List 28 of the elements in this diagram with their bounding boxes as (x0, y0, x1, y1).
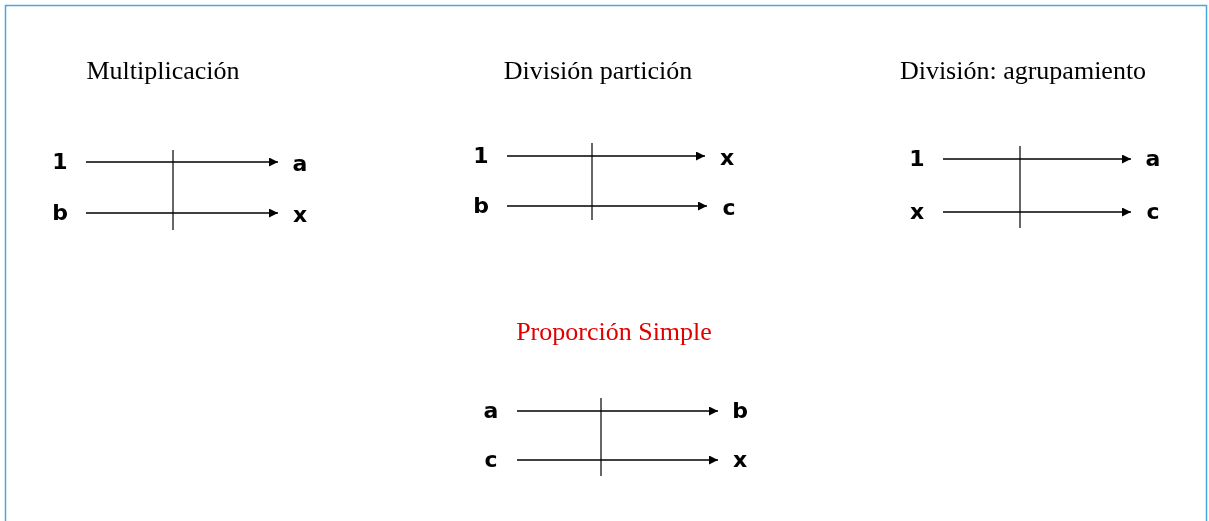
arrow (85, 208, 279, 218)
variable-label: x (288, 202, 312, 228)
arrow (942, 207, 1132, 217)
variable-label: 1 (905, 146, 929, 172)
variable-label: b (469, 193, 493, 219)
variable-label: 1 (48, 149, 72, 175)
section-title: División partición (503, 56, 693, 86)
arrow (506, 151, 706, 161)
arrow (506, 201, 708, 211)
variable-label: c (1141, 199, 1165, 225)
variable-label: b (48, 200, 72, 226)
variable-label: x (728, 447, 752, 473)
variable-label: c (717, 195, 741, 221)
variable-label: a (288, 151, 312, 177)
arrow (516, 455, 719, 465)
variable-label: a (479, 398, 503, 424)
arrow (942, 154, 1132, 164)
arrow (85, 157, 279, 167)
section-title: Proporción Simple (516, 317, 712, 347)
variable-label: 1 (469, 143, 493, 169)
arrow (516, 406, 719, 416)
variable-label: x (715, 145, 739, 171)
variable-label: a (1141, 146, 1165, 172)
section-title: Multiplicación (86, 56, 240, 86)
section-title: División: agrupamiento (899, 56, 1147, 86)
variable-label: x (905, 199, 929, 225)
variable-label: b (728, 398, 752, 424)
variable-label: c (479, 447, 503, 473)
